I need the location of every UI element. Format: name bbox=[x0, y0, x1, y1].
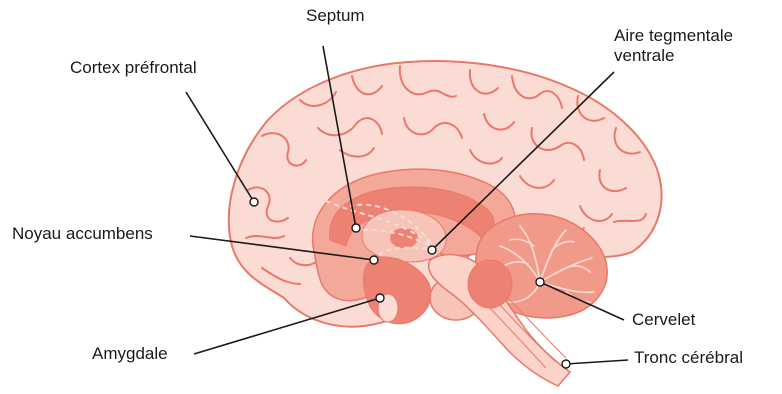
pointer-cortex bbox=[186, 92, 254, 202]
dot-tegmental bbox=[428, 246, 436, 254]
dot-tronc bbox=[562, 360, 570, 368]
label-aire-tegmentale-ventrale: Aire tegmentale ventrale bbox=[614, 26, 733, 66]
label-septum: Septum bbox=[306, 6, 365, 26]
dot-amygdale bbox=[376, 294, 384, 302]
label-cortex-prefrontal: Cortex préfrontal bbox=[70, 58, 197, 78]
label-tronc-cerebral: Tronc cérébral bbox=[634, 348, 743, 368]
label-noyau-accumbens: Noyau accumbens bbox=[12, 224, 153, 244]
dot-septum bbox=[352, 224, 360, 232]
pons bbox=[468, 260, 512, 308]
label-amygdale: Amygdale bbox=[92, 344, 168, 364]
pointer-tronc bbox=[566, 360, 628, 364]
dot-cortex bbox=[250, 198, 258, 206]
dot-cervelet bbox=[536, 278, 544, 286]
dot-accumbens bbox=[370, 256, 378, 264]
thalamus-center bbox=[390, 228, 418, 248]
label-cervelet: Cervelet bbox=[632, 310, 695, 330]
